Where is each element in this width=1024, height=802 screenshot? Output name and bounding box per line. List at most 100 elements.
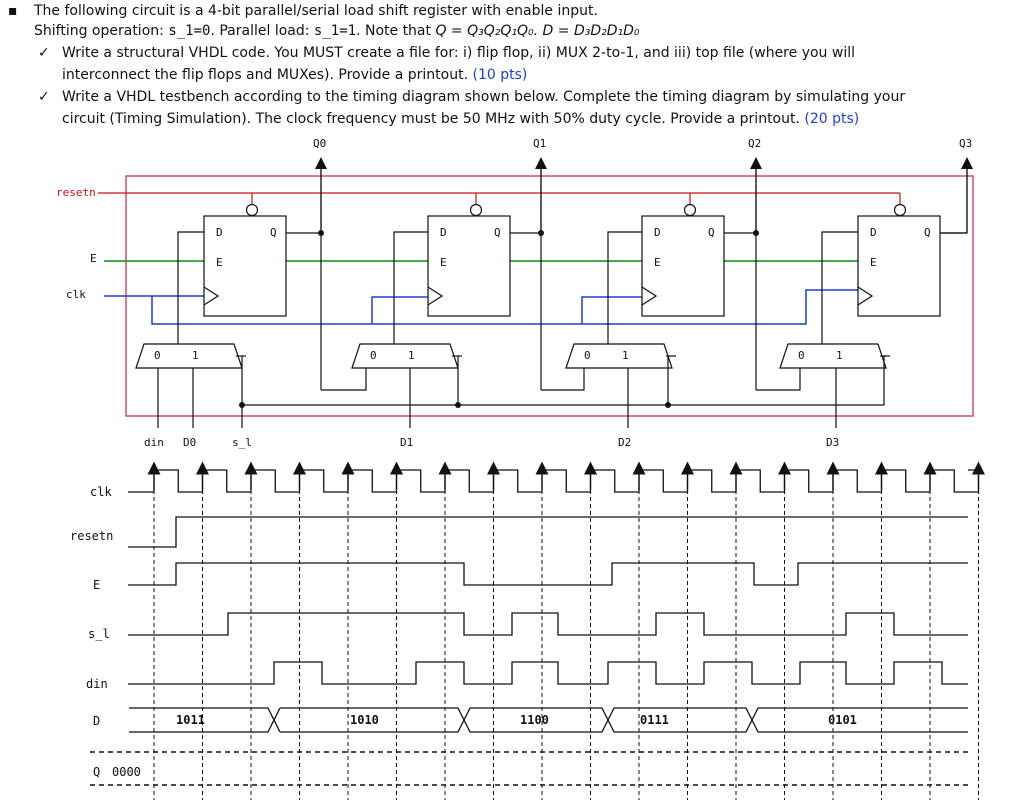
s-l-waveform	[128, 612, 968, 636]
reset-bubble	[683, 203, 697, 217]
mux-to-d-wire	[821, 231, 858, 344]
resetn-input-label: resetn	[56, 186, 96, 199]
signal-label-din: din	[86, 677, 108, 691]
flip-flop-body	[427, 215, 511, 317]
pin-d-label: D	[216, 226, 223, 239]
pin-q-label: Q	[270, 226, 277, 239]
d-bus-transition	[267, 707, 281, 733]
mux-body	[135, 343, 243, 369]
task2-line1: Write a VHDL testbench according to the …	[62, 89, 906, 105]
bullet: ▪	[8, 3, 18, 19]
mux-in0-label: 0	[370, 349, 377, 362]
q-d-equation: Q = Q₃Q₂Q₁Q₀. D = D₃D₂D₁D₀	[435, 23, 640, 39]
q-junction	[753, 230, 759, 236]
clock-wire	[371, 296, 428, 324]
mux-in0-label: 0	[584, 349, 591, 362]
pin-e-label: E	[440, 256, 447, 269]
q-output-label: Q3	[959, 137, 972, 150]
task1-line1: Write a structural VHDL code. You MUST c…	[62, 45, 855, 61]
clock-triangle	[203, 286, 220, 306]
intro-line: The following circuit is a 4-bit paralle…	[34, 3, 598, 19]
e-waveform	[128, 562, 968, 586]
task1-points: (10 pts)	[472, 67, 528, 83]
bottom-input-label-d0: D0	[183, 436, 196, 449]
shift-path-1	[541, 368, 585, 391]
q-output-label: Q2	[748, 137, 761, 150]
signal-label-e: E	[93, 578, 100, 592]
flip-flop-body	[857, 215, 941, 317]
clock-input-label: clk	[66, 288, 86, 301]
signal-label-s-l: s_l	[88, 627, 110, 641]
mux-in0-label: 0	[798, 349, 805, 362]
clock-wire	[581, 296, 642, 324]
q-initial-value: 0000	[112, 765, 141, 779]
task1-text: interconnect the flip flops and MUXes). …	[62, 67, 469, 83]
q-junction	[318, 230, 324, 236]
signal-label-clk: clk	[90, 485, 112, 499]
mux-in1-label: 1	[192, 349, 199, 362]
s-l-bus	[241, 355, 886, 406]
d-bus-transition	[457, 707, 471, 733]
resetn-waveform	[128, 516, 968, 548]
d-bus-value: 1011	[176, 713, 205, 727]
mux-in0-label: 0	[154, 349, 161, 362]
pin-d-label: D	[870, 226, 877, 239]
flip-flop-0: D Q E	[203, 203, 321, 317]
signal-label-resetn: resetn	[70, 529, 113, 543]
mux-to-d-wire	[177, 231, 204, 344]
signal-label-q: Q	[93, 765, 100, 779]
task2-points: (20 pts)	[804, 111, 860, 127]
operation-note: Shifting operation: s_1=0. Parallel load…	[34, 22, 640, 41]
clk-waveform	[128, 469, 980, 493]
q-output-label: Q0	[313, 137, 326, 150]
shift-path-0	[321, 368, 367, 391]
flip-flop-1: D Q E	[427, 203, 541, 317]
task2-text: circuit (Timing Simulation). The clock f…	[62, 111, 800, 127]
d-bus-value: 0101	[828, 713, 857, 727]
q3-wire	[940, 163, 968, 234]
pin-d-label: D	[654, 226, 661, 239]
q-output-label: Q1	[533, 137, 546, 150]
d-bus-transition	[745, 707, 759, 733]
mux-body	[779, 343, 887, 369]
clock-triangle	[641, 286, 658, 306]
bottom-input-label-d1: D1	[400, 436, 413, 449]
d-bus-value: 0111	[640, 713, 669, 727]
shift-note: Shifting operation: s_1=0. Parallel load…	[34, 23, 436, 39]
mux-to-d-wire	[607, 231, 642, 344]
q-junction	[538, 230, 544, 236]
reset-bubble	[245, 203, 259, 217]
mux-in1-label: 1	[622, 349, 629, 362]
instructions: ▪ The following circuit is a 4-bit paral…	[0, 0, 1024, 140]
task1-line2: interconnect the flip flops and MUXes). …	[62, 66, 527, 85]
mux-in1-label: 1	[836, 349, 843, 362]
flip-flop-body	[203, 215, 287, 317]
d-bus-transition	[601, 707, 615, 733]
mux-in1-label: 1	[408, 349, 415, 362]
pin-d-label: D	[440, 226, 447, 239]
flip-flop-body	[641, 215, 725, 317]
task1-check: ✓	[38, 45, 50, 61]
enable-input-label: E	[90, 252, 97, 265]
bottom-input-label-d2: D2	[618, 436, 631, 449]
din-waveform	[128, 661, 968, 685]
reset-bubble	[893, 203, 907, 217]
mux-body	[351, 343, 459, 369]
clock-triangle	[857, 286, 874, 306]
mux-to-d-wire	[393, 231, 428, 344]
pin-q-label: Q	[924, 226, 931, 239]
d-bus-value: 1100	[520, 713, 549, 727]
pin-q-label: Q	[494, 226, 501, 239]
pin-e-label: E	[654, 256, 661, 269]
signal-label-d: D	[93, 714, 100, 728]
shift-path-2	[756, 368, 801, 391]
bottom-input-label-s_l: s_l	[232, 436, 252, 449]
pin-e-label: E	[216, 256, 223, 269]
